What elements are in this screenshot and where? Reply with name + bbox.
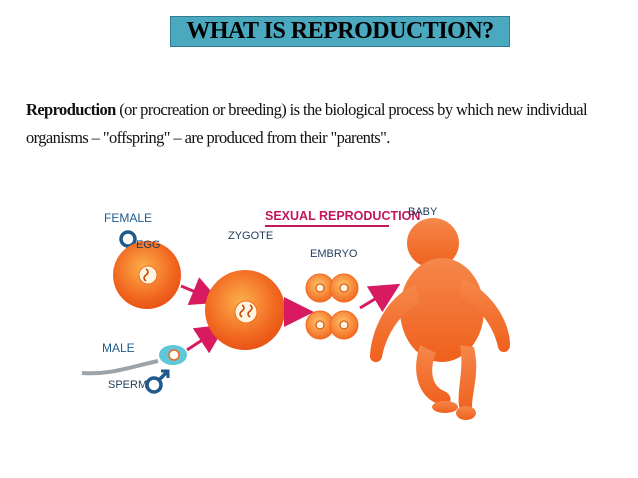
- male-symbol-icon: [145, 369, 170, 394]
- definition-paragraph: Reproduction (or procreation or breeding…: [26, 96, 626, 152]
- sperm-to-zygote-arrow: [186, 324, 227, 354]
- female-label: FEMALE: [104, 211, 152, 225]
- baby-label: BABY: [408, 206, 438, 218]
- sexual-reproduction-diagram: SEXUAL REPRODUCTION FEMALE EGG MALE SPER…: [70, 195, 570, 465]
- egg-label: EGG: [136, 239, 160, 251]
- embryo-label: EMBRYO: [310, 248, 358, 260]
- baby-figure: [369, 218, 510, 420]
- title-box: WHAT IS REPRODUCTION?: [170, 16, 510, 47]
- page-title: WHAT IS REPRODUCTION?: [186, 18, 494, 44]
- embryo-cells: [305, 273, 359, 340]
- egg-nucleus: [138, 265, 158, 285]
- definition-line-2: organisms – "offspring" – are produced f…: [26, 128, 390, 147]
- sperm-label: SPERM: [108, 379, 147, 391]
- definition-term: Reproduction: [26, 100, 116, 119]
- heading-underline: [265, 225, 389, 227]
- zygote-nucleus: [234, 300, 258, 324]
- diagram-svg: SEXUAL REPRODUCTION FEMALE EGG MALE SPER…: [81, 206, 510, 420]
- egg-to-zygote-arrow: [180, 277, 222, 305]
- sperm-cell: [81, 345, 187, 376]
- zygote-label: ZYGOTE: [228, 230, 273, 242]
- embryo-to-baby-arrow: [359, 283, 401, 313]
- definition-line-1: Reproduction (or procreation or breeding…: [26, 96, 626, 124]
- definition-line-1-rest: (or procreation or breeding) is the biol…: [115, 100, 587, 119]
- diagram-heading: SEXUAL REPRODUCTION: [265, 209, 420, 223]
- male-label: MALE: [102, 341, 135, 355]
